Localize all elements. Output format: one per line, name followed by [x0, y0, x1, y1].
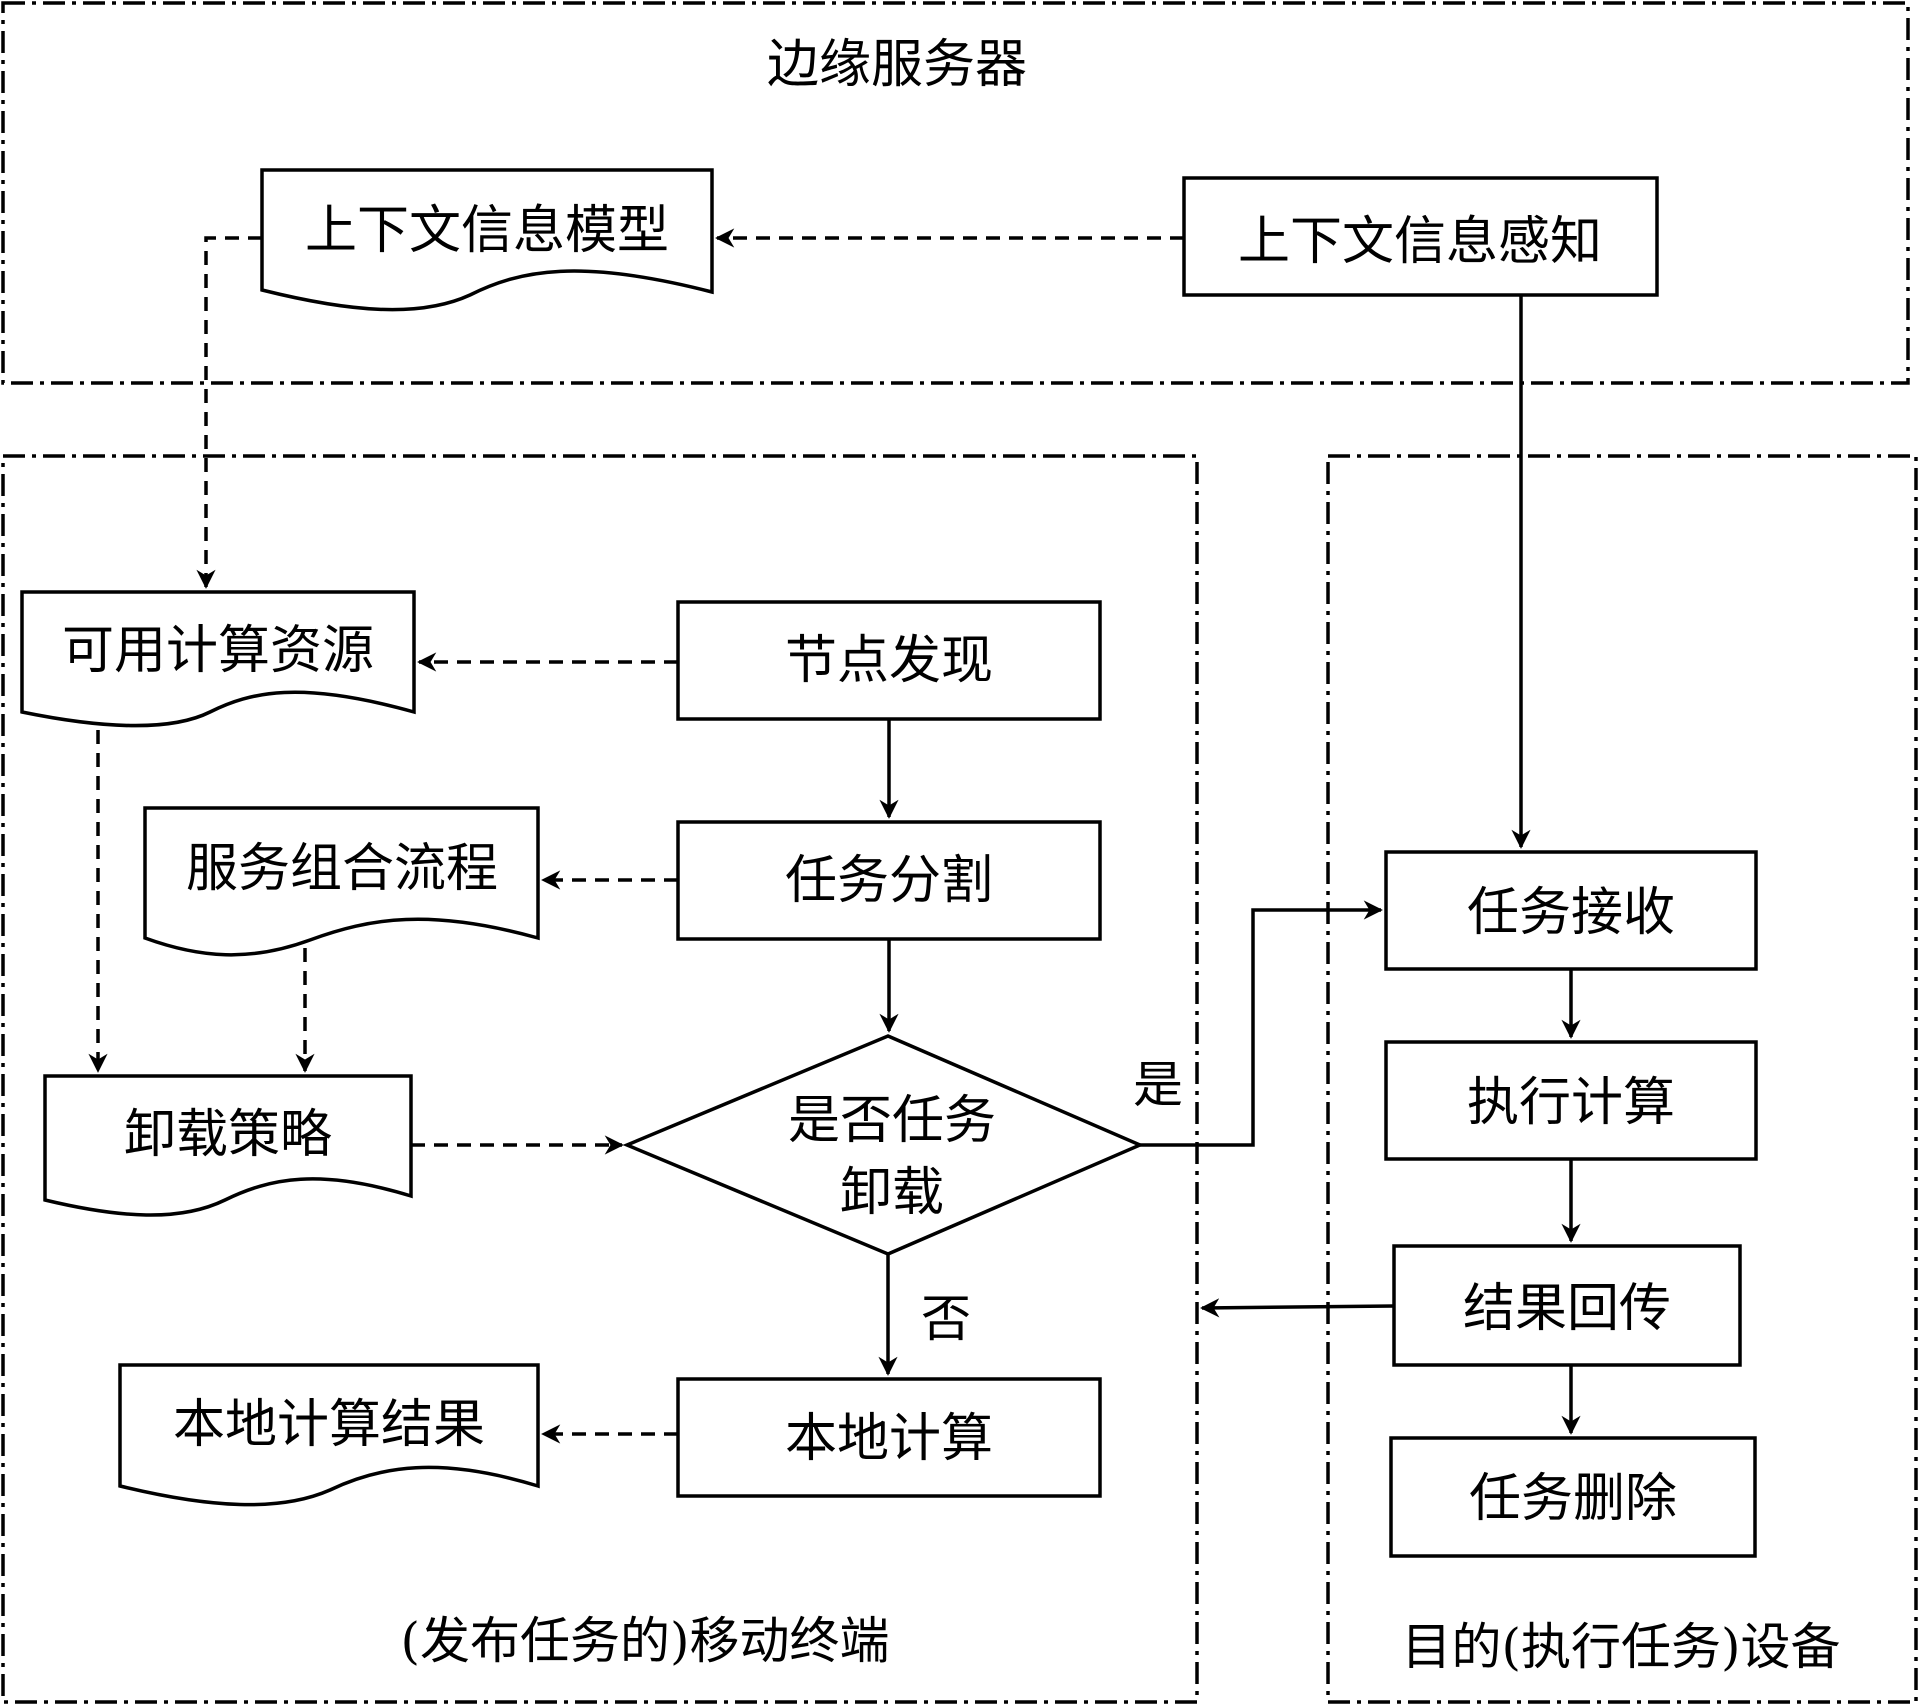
- node-discovery-label: 节点发现: [785, 631, 993, 691]
- result-return-label: 结果回传: [1463, 1279, 1671, 1339]
- no-label: 否: [921, 1290, 971, 1348]
- box-result-return: [1392, 1244, 1742, 1367]
- context-model-label: 上下文信息模型: [305, 201, 669, 261]
- region-target-device: [1326, 454, 1918, 1704]
- decision-label-line1: 是否任务: [788, 1091, 996, 1151]
- decision-label-line2: 卸载: [840, 1163, 944, 1223]
- doc-offload-policy: [43, 1074, 413, 1217]
- doc-service-flow: [143, 806, 540, 957]
- box-task-delete: [1389, 1436, 1757, 1558]
- doc-context-model: [260, 168, 714, 312]
- mobile-terminal-title: (发布任务的)移动终端: [400, 1612, 889, 1670]
- available-resources-label: 可用计算资源: [62, 621, 374, 681]
- service-flow-label: 服务组合流程: [186, 839, 498, 899]
- box-context-sense: [1182, 176, 1659, 297]
- region-edge-server: [1, 1, 1910, 385]
- arrow-model-to-resources: [196, 236, 262, 589]
- box-exec-compute: [1384, 1040, 1758, 1161]
- box-local-compute: [676, 1377, 1102, 1498]
- edge-server-title: 边缘服务器: [767, 35, 1027, 95]
- task-split-label: 任务分割: [785, 851, 993, 911]
- local-result-label: 本地计算结果: [173, 1395, 485, 1455]
- doc-local-result: [118, 1363, 540, 1507]
- local-compute-label: 本地计算: [785, 1409, 993, 1469]
- doc-available-resources: [20, 590, 416, 728]
- box-task-split: [676, 820, 1102, 941]
- task-delete-label: 任务删除: [1469, 1469, 1677, 1529]
- region-mobile-terminal: [1, 454, 1199, 1704]
- exec-compute-label: 执行计算: [1467, 1073, 1675, 1133]
- task-receive-label: 任务接收: [1467, 883, 1675, 943]
- target-device-title: 目的(执行任务)设备: [1401, 1618, 1840, 1676]
- yes-label: 是: [1133, 1056, 1183, 1114]
- arrow-return-to-mobile: [1200, 1298, 1395, 1318]
- arrow-decision-yes: [1140, 900, 1383, 1147]
- context-sense-label: 上下文信息感知: [1238, 212, 1602, 272]
- offload-policy-label: 卸载策略: [124, 1105, 332, 1165]
